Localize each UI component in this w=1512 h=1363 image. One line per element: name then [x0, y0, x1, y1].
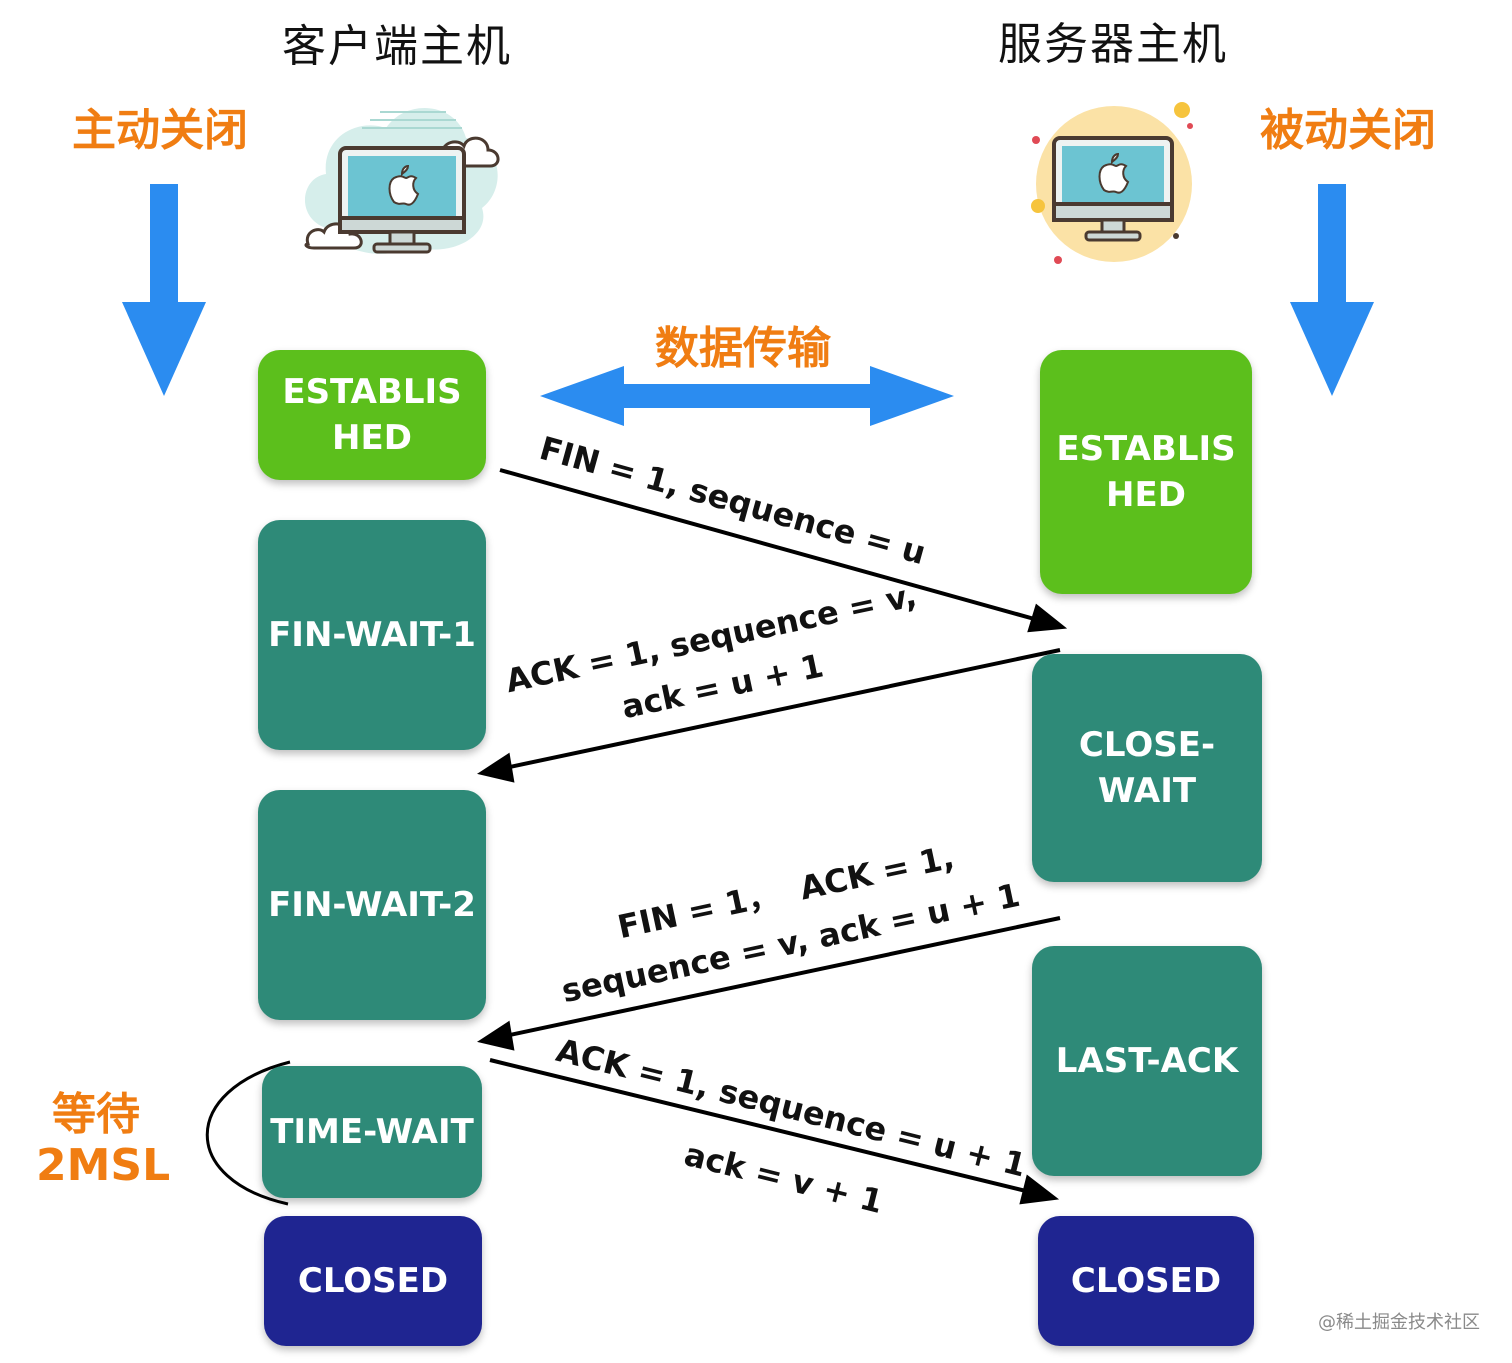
active-close-label: 主动关闭 — [72, 105, 248, 156]
fin-arrowhead — [1027, 603, 1068, 633]
server-state-closed: CLOSED — [1038, 1216, 1254, 1346]
fin-ack-arrow-line — [504, 916, 1061, 1038]
data-transfer-label: 数据传输 — [655, 323, 831, 374]
time-wait-bracket — [205, 1060, 291, 1206]
watermark: @稀土掘金技术社区 — [1318, 1312, 1480, 1333]
desktop-computer-cloud-icon — [304, 107, 500, 254]
fin-ack-arrowhead — [476, 1020, 515, 1051]
final-ack-arrow-line — [489, 1058, 1031, 1194]
server-state-established: ESTABLIS HED — [1040, 350, 1252, 594]
server-host-title: 服务器主机 — [998, 19, 1228, 70]
msl-label: 2MSL — [36, 1140, 171, 1191]
passive-close-label: 被动关闭 — [1260, 105, 1436, 156]
client-down-arrow — [122, 184, 206, 396]
client-state-time-wait: TIME-WAIT — [262, 1066, 482, 1198]
ack-arrowhead — [476, 752, 515, 783]
server-down-arrow — [1290, 184, 1374, 396]
client-state-fin-wait-1: FIN-WAIT-1 — [258, 520, 486, 750]
final-ack-arrowhead — [1019, 1174, 1060, 1205]
wait-label: 等待 — [52, 1089, 140, 1140]
fin-arrow-line — [499, 468, 1039, 622]
client-state-closed: CLOSED — [264, 1216, 482, 1346]
client-state-established: ESTABLIS HED — [258, 350, 486, 480]
server-state-last-ack: LAST-ACK — [1032, 946, 1262, 1176]
client-state-fin-wait-2: FIN-WAIT-2 — [258, 790, 486, 1020]
ack-arrow-line — [504, 648, 1061, 770]
data-transfer-arrow — [540, 366, 954, 426]
desktop-computer-sun-icon — [1031, 102, 1193, 264]
client-host-title: 客户端主机 — [282, 21, 512, 72]
server-state-close-wait: CLOSE- WAIT — [1032, 654, 1262, 882]
